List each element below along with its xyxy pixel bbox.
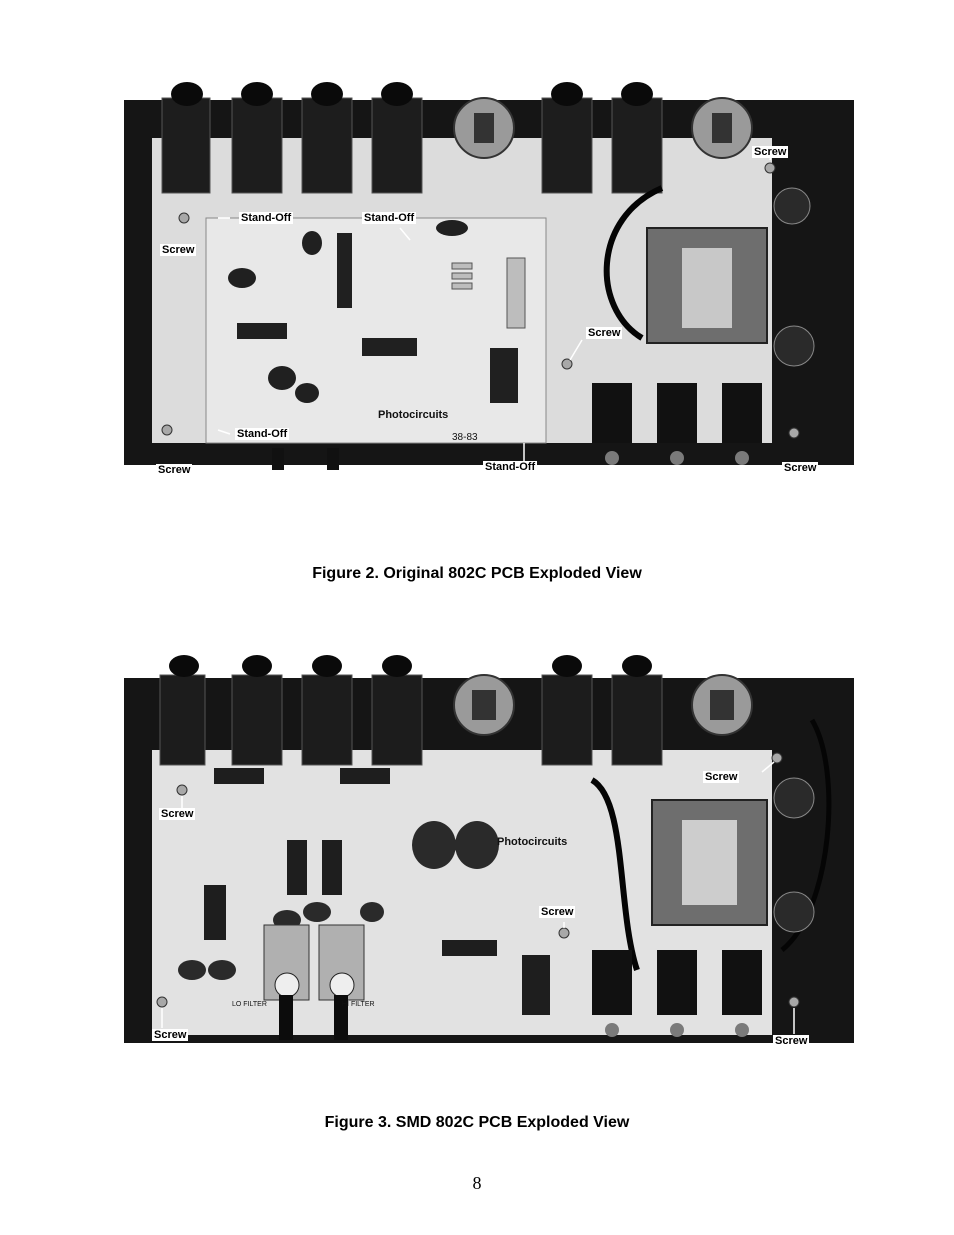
callout-stand-off: Stand-Off [235, 428, 290, 440]
callout-screw: Screw [159, 808, 196, 820]
callout-screw: Screw [773, 1035, 810, 1047]
figure-3-photo: Photocircuits HI FILTER LO FILTER [122, 650, 857, 1050]
callout-screw: Screw [160, 244, 197, 256]
callout-stand-off: Stand-Off [483, 461, 538, 473]
callout-screw: Screw [703, 771, 740, 783]
callout-screw: Screw [156, 464, 193, 476]
callout-screw: Screw [539, 906, 576, 918]
callout-screw: Screw [586, 327, 623, 339]
callout-stand-off: Stand-Off [239, 212, 294, 224]
figure-2-photo: Photocircuits 38-83 [122, 78, 857, 478]
callout-screw: Screw [782, 462, 819, 474]
board-print-date: 38-83 [452, 432, 478, 443]
figure-2-caption: Figure 2. Original 802C PCB Exploded Vie… [312, 565, 642, 582]
board-print-photocircuits: Photocircuits [378, 409, 448, 421]
board-print-lo-filter: LO FILTER [232, 1001, 267, 1008]
callout-screw: Screw [152, 1029, 189, 1041]
callout-stand-off: Stand-Off [362, 212, 417, 224]
page-number: 8 [472, 1173, 482, 1193]
board-print-photocircuits: Photocircuits [497, 836, 567, 848]
figure-3-caption: Figure 3. SMD 802C PCB Exploded View [324, 1114, 630, 1131]
board-print-hi-filter: HI FILTER [342, 1001, 375, 1008]
callout-screw: Screw [752, 146, 789, 158]
